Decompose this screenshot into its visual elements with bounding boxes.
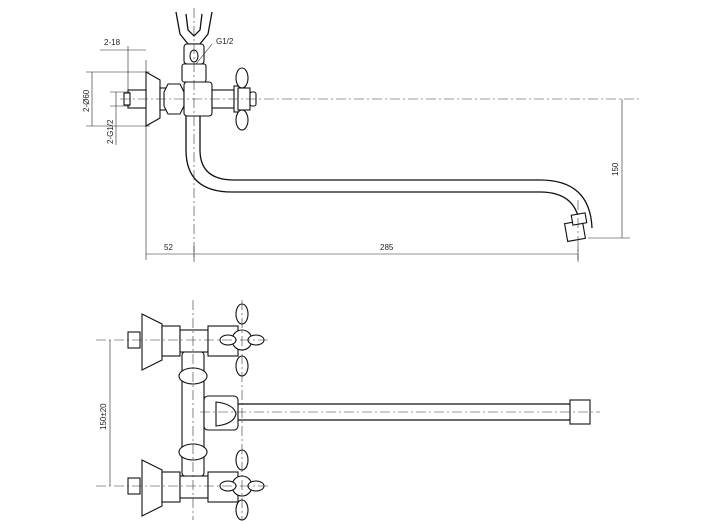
flange-diameter-label: 2-Ø60 bbox=[82, 89, 91, 112]
spout-height-label: 150 bbox=[611, 162, 620, 176]
swivel-cap bbox=[215, 401, 237, 427]
dimension-center-distance: 150±20 bbox=[99, 340, 111, 486]
straight-spout bbox=[238, 403, 570, 421]
inlet-thread-label: 2-G1/2 bbox=[106, 119, 115, 144]
connection-thread-label: G1/2 bbox=[216, 37, 234, 46]
spout-length-label: 285 bbox=[380, 243, 394, 252]
dimension-inlet-thread: 2-G1/2 bbox=[106, 91, 130, 145]
lower-valve-body bbox=[179, 475, 209, 499]
dimension-flange-diameter: 2-Ø60 bbox=[82, 71, 150, 127]
upper-valve-body bbox=[179, 329, 209, 353]
wall-offset-label: 52 bbox=[164, 243, 173, 252]
eccentric-range-label: 2-18 bbox=[104, 38, 121, 47]
upper-inlet-assembly bbox=[127, 303, 265, 377]
side-elevation-view: 2-18 2-Ø60 2-G1/2 G1/2 52 285 bbox=[82, 8, 640, 262]
cross-handle-icon bbox=[235, 67, 257, 131]
upper-flange bbox=[141, 313, 163, 371]
dimension-horizontal: 52 285 bbox=[146, 243, 579, 260]
lower-nut bbox=[161, 471, 181, 503]
spout-pipe-inner bbox=[199, 116, 593, 229]
front-elevation-view: 150±20 bbox=[96, 300, 600, 521]
lower-flange bbox=[141, 459, 163, 517]
spout-nozzle bbox=[570, 212, 588, 226]
upper-nut bbox=[161, 325, 181, 357]
dimension-eccentric: 2-18 bbox=[100, 38, 146, 92]
dimension-vertical: 150 bbox=[588, 99, 630, 239]
center-distance-label: 150±20 bbox=[99, 403, 108, 430]
spout-pipe bbox=[185, 116, 581, 229]
connection-thread-callout: G1/2 bbox=[195, 37, 234, 65]
